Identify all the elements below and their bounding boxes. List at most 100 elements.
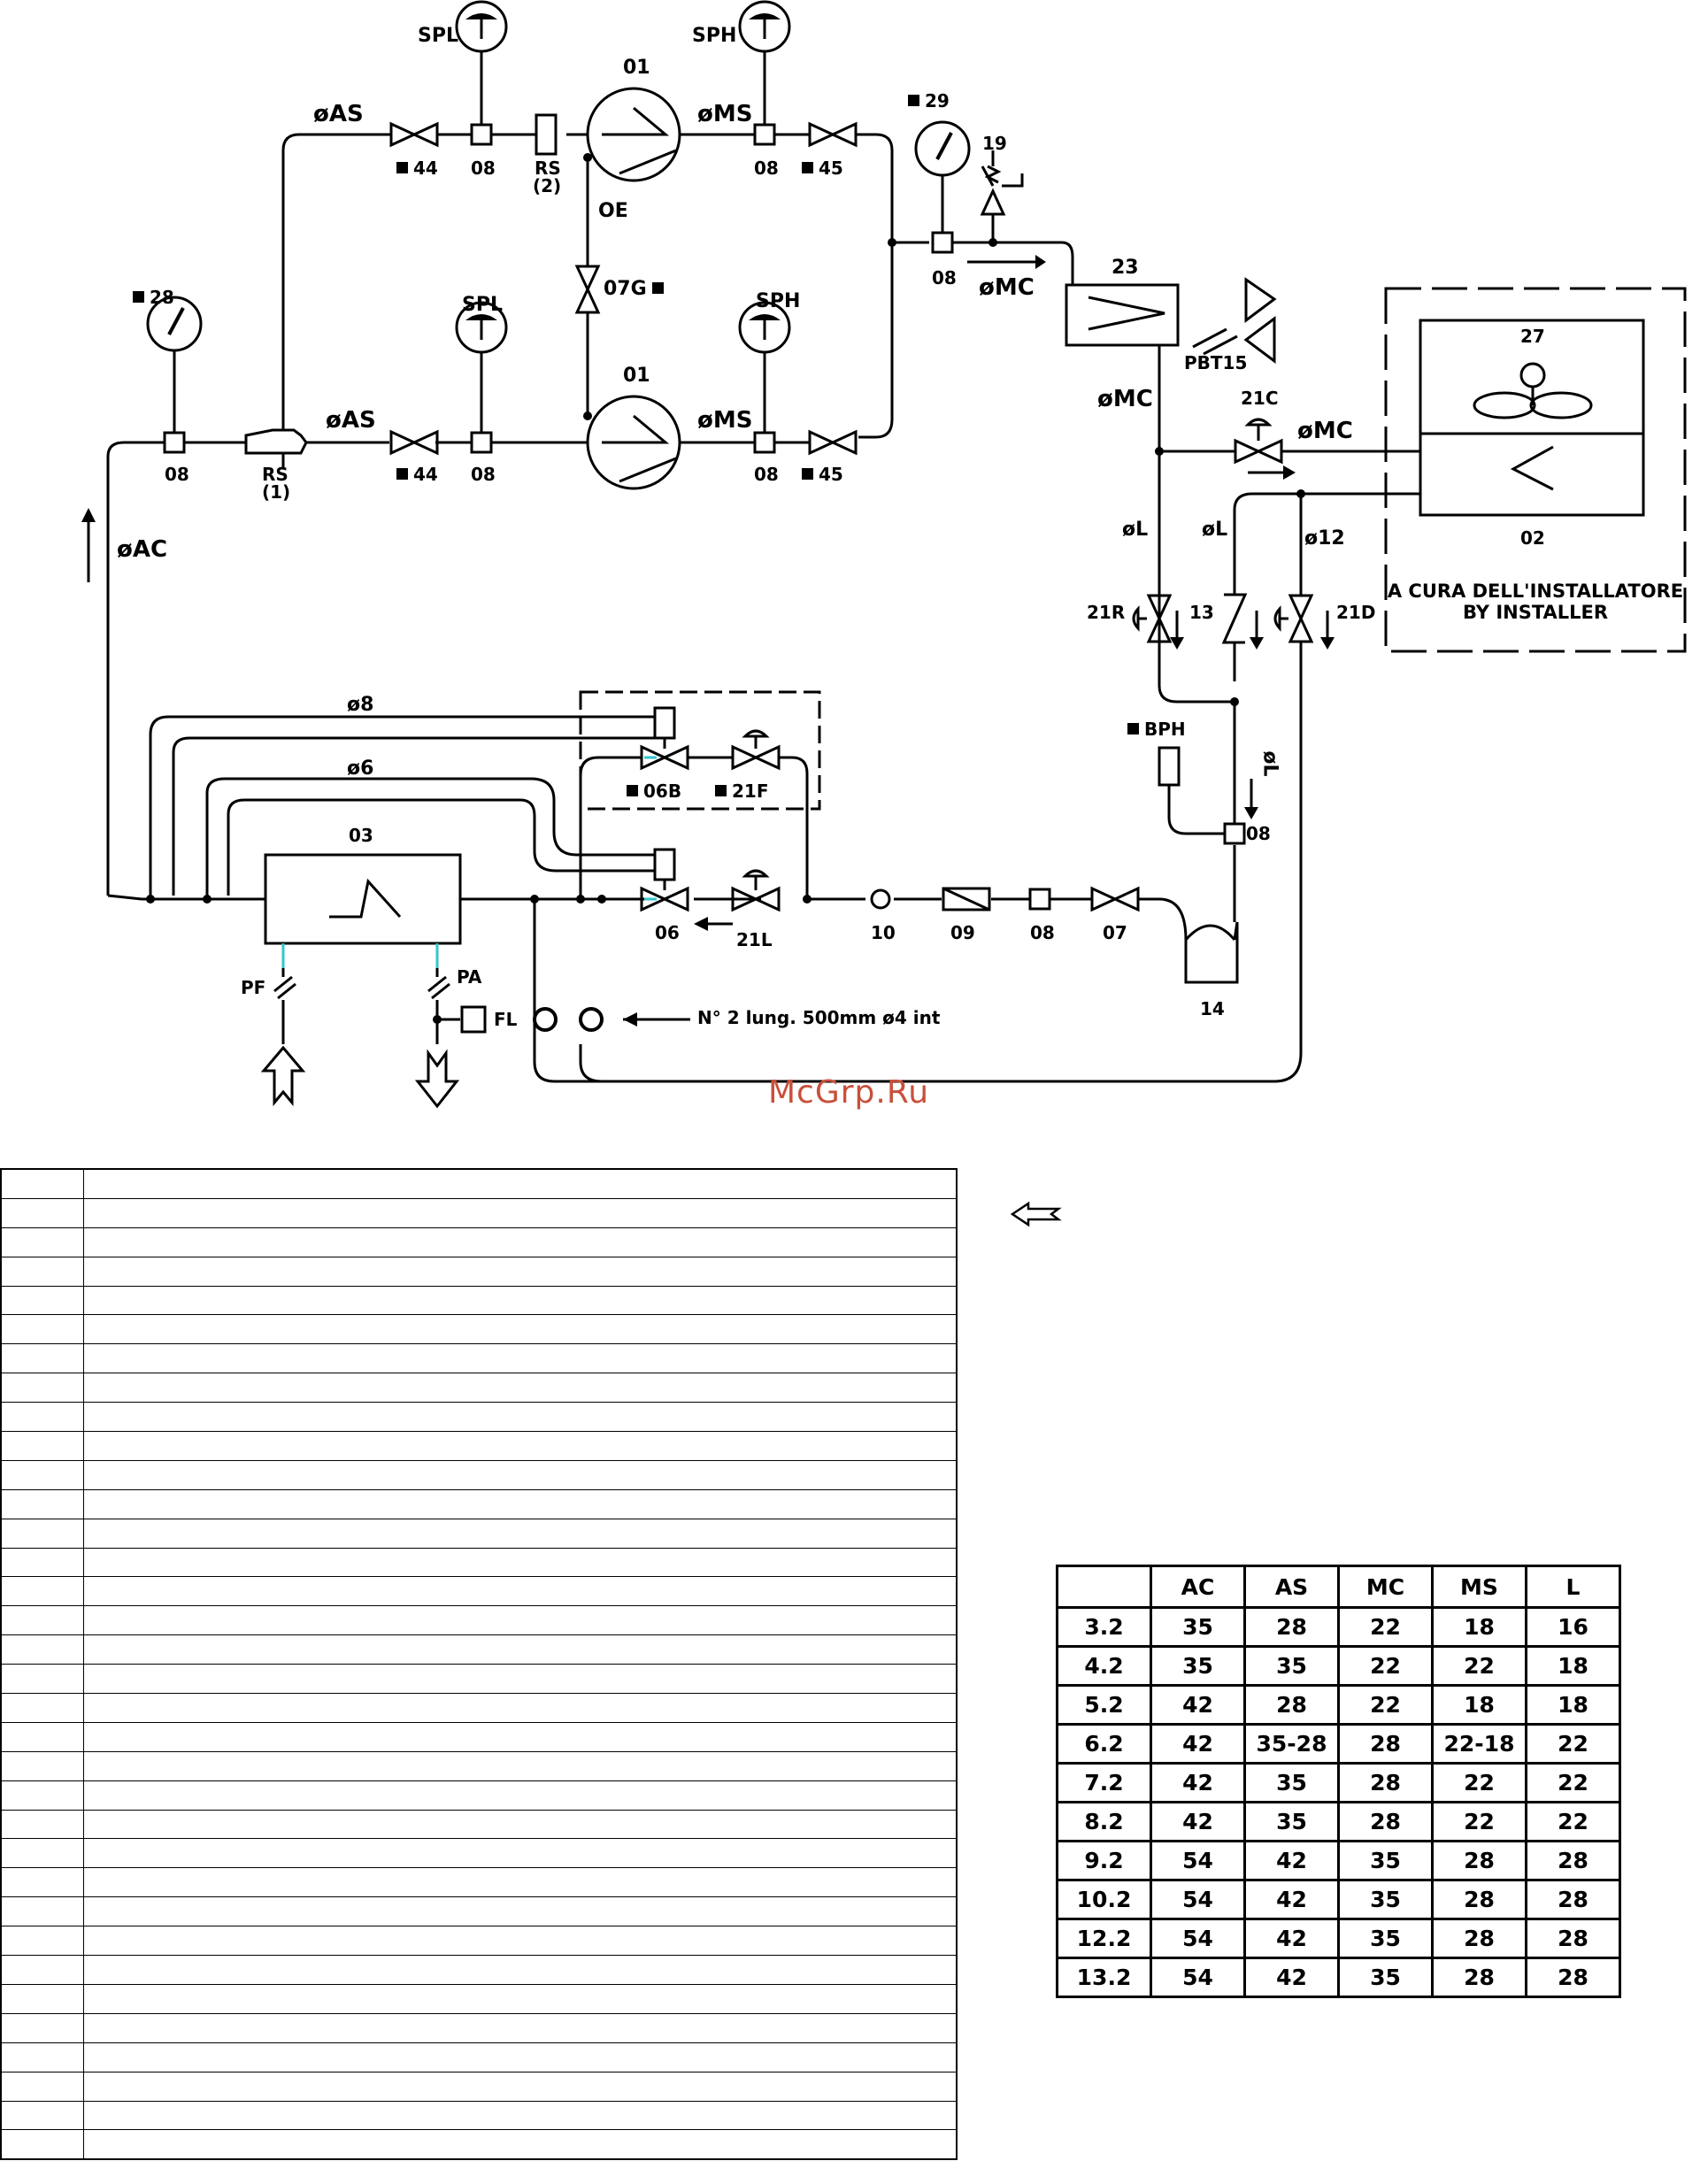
pipe-diameter-cell: 54	[1150, 1879, 1246, 1920]
legend-row	[0, 1955, 958, 1985]
pipe-diameter-cell: 28	[1525, 1879, 1621, 1920]
legend-description-cell	[83, 1926, 958, 1957]
legend-code-cell	[0, 1547, 84, 1578]
legend-row	[0, 1343, 958, 1374]
pipe-diameter-cell: 22	[1431, 1645, 1527, 1687]
pipe-diameter-cell: 35	[1150, 1645, 1246, 1687]
legend-row	[0, 1256, 958, 1287]
legend-description-cell	[83, 2071, 958, 2102]
installer-line-1: A CURA DELL'INSTALLATORE	[1387, 581, 1684, 602]
legend-code-cell	[0, 1285, 84, 1316]
size-table-header-cell: AC	[1150, 1565, 1246, 1609]
legend-code-cell	[0, 1750, 84, 1781]
model-cell: 5.2	[1056, 1684, 1152, 1726]
gauge-28-label: 28	[133, 288, 174, 306]
pipe-diameter-cell: 42	[1243, 1957, 1340, 1998]
pbt15-label: PBT15	[1184, 352, 1248, 373]
legend-row	[0, 1373, 958, 1403]
legend-description-cell	[83, 1983, 958, 2014]
legend-code-cell	[0, 1168, 84, 1199]
legend-row	[0, 1518, 958, 1549]
legend-row	[0, 1605, 958, 1636]
legend-description-cell	[83, 1373, 958, 1403]
spl-label-mid: SPL	[462, 294, 503, 316]
valve-13-label: 13	[1189, 602, 1214, 623]
pipe-diameter-cell: 22	[1525, 1762, 1621, 1803]
legend-description-cell	[83, 1634, 958, 1665]
legend-table	[0, 1168, 958, 2161]
size-table-header-cell: L	[1525, 1565, 1621, 1609]
size-table-header-cell: MS	[1431, 1565, 1527, 1609]
compressor-mid-label: 01	[623, 365, 650, 387]
l-mid-label: øL	[1202, 519, 1228, 541]
legend-description-cell	[83, 1576, 958, 1607]
legend-code-cell	[0, 1605, 84, 1636]
phi6-label: ø6	[347, 757, 374, 780]
legend-description-cell	[83, 1721, 958, 1752]
sight-glass-10-label: 10	[871, 922, 896, 943]
legend-description-cell	[83, 2012, 958, 2043]
legend-description-cell	[83, 1664, 958, 1695]
fl-label: FL	[494, 1009, 518, 1030]
pipe-diameter-cell: 42	[1150, 1723, 1246, 1765]
fitting-08-label: 08	[471, 158, 496, 179]
legend-code-cell	[0, 1780, 84, 1811]
capillary-note: N° 2 lung. 500mm ø4 int	[697, 1007, 941, 1028]
valve-45-top-label: 45	[802, 159, 843, 177]
legend-code-cell	[0, 1197, 84, 1228]
legend-code-cell	[0, 1402, 84, 1433]
pipe-diameter-cell: 35	[1243, 1645, 1340, 1687]
legend-row	[0, 1634, 958, 1665]
fitting-08-label: 08	[1246, 823, 1271, 844]
legend-row	[0, 1721, 958, 1752]
mc-right-label: øMC	[1297, 418, 1353, 444]
legend-code-cell	[0, 1983, 84, 2014]
legend-row	[0, 1227, 958, 1257]
pipe-diameter-cell: 42	[1243, 1879, 1340, 1920]
legend-description-cell	[83, 1285, 958, 1316]
legend-row	[0, 1314, 958, 1345]
pipe-diameter-cell: 28	[1431, 1840, 1527, 1881]
legend-row	[0, 1402, 958, 1433]
ms-label-top: øMS	[697, 101, 753, 127]
model-cell: 6.2	[1056, 1723, 1152, 1765]
pa-label: PA	[457, 966, 482, 988]
ms-label-mid: øMS	[697, 407, 753, 434]
valve-44-mid-label: 44	[396, 465, 438, 483]
size-table-header-cell: MC	[1337, 1565, 1434, 1609]
valve-21f-label: 21F	[715, 782, 769, 800]
flow-direction-arrow-icon	[1010, 1201, 1062, 1227]
model-cell: 8.2	[1056, 1801, 1152, 1842]
valve-21c-label: 21C	[1241, 388, 1279, 409]
pipe-diameter-cell: 35	[1337, 1879, 1434, 1920]
legend-row	[0, 1431, 958, 1461]
legend-code-cell	[0, 1634, 84, 1665]
pipe-diameter-cell: 35-28	[1243, 1723, 1340, 1765]
legend-description-cell	[83, 1518, 958, 1549]
legend-row	[0, 2100, 958, 2131]
legend-row	[0, 1896, 958, 1927]
legend-row	[0, 2042, 958, 2072]
legend-description-cell	[83, 1867, 958, 1898]
legend-row	[0, 1197, 958, 1228]
legend-description-cell	[83, 1459, 958, 1490]
legend-code-cell	[0, 2129, 84, 2160]
sph-label-top: SPH	[692, 25, 737, 47]
as-label-mid: øAS	[326, 407, 376, 434]
legend-description-cell	[83, 1314, 958, 1345]
pipe-diameter-cell: 42	[1150, 1762, 1246, 1803]
legend-description-cell	[83, 1780, 958, 1811]
legend-row	[0, 1809, 958, 1840]
pipe-diameter-cell: 54	[1150, 1918, 1246, 1959]
pipe-diameter-cell: 42	[1150, 1801, 1246, 1842]
legend-code-cell	[0, 1664, 84, 1695]
legend-code-cell	[0, 1518, 84, 1549]
mc-left-label: øMC	[1097, 386, 1153, 412]
fitting-08-label: 08	[754, 464, 779, 485]
legend-description-cell	[83, 2100, 958, 2131]
